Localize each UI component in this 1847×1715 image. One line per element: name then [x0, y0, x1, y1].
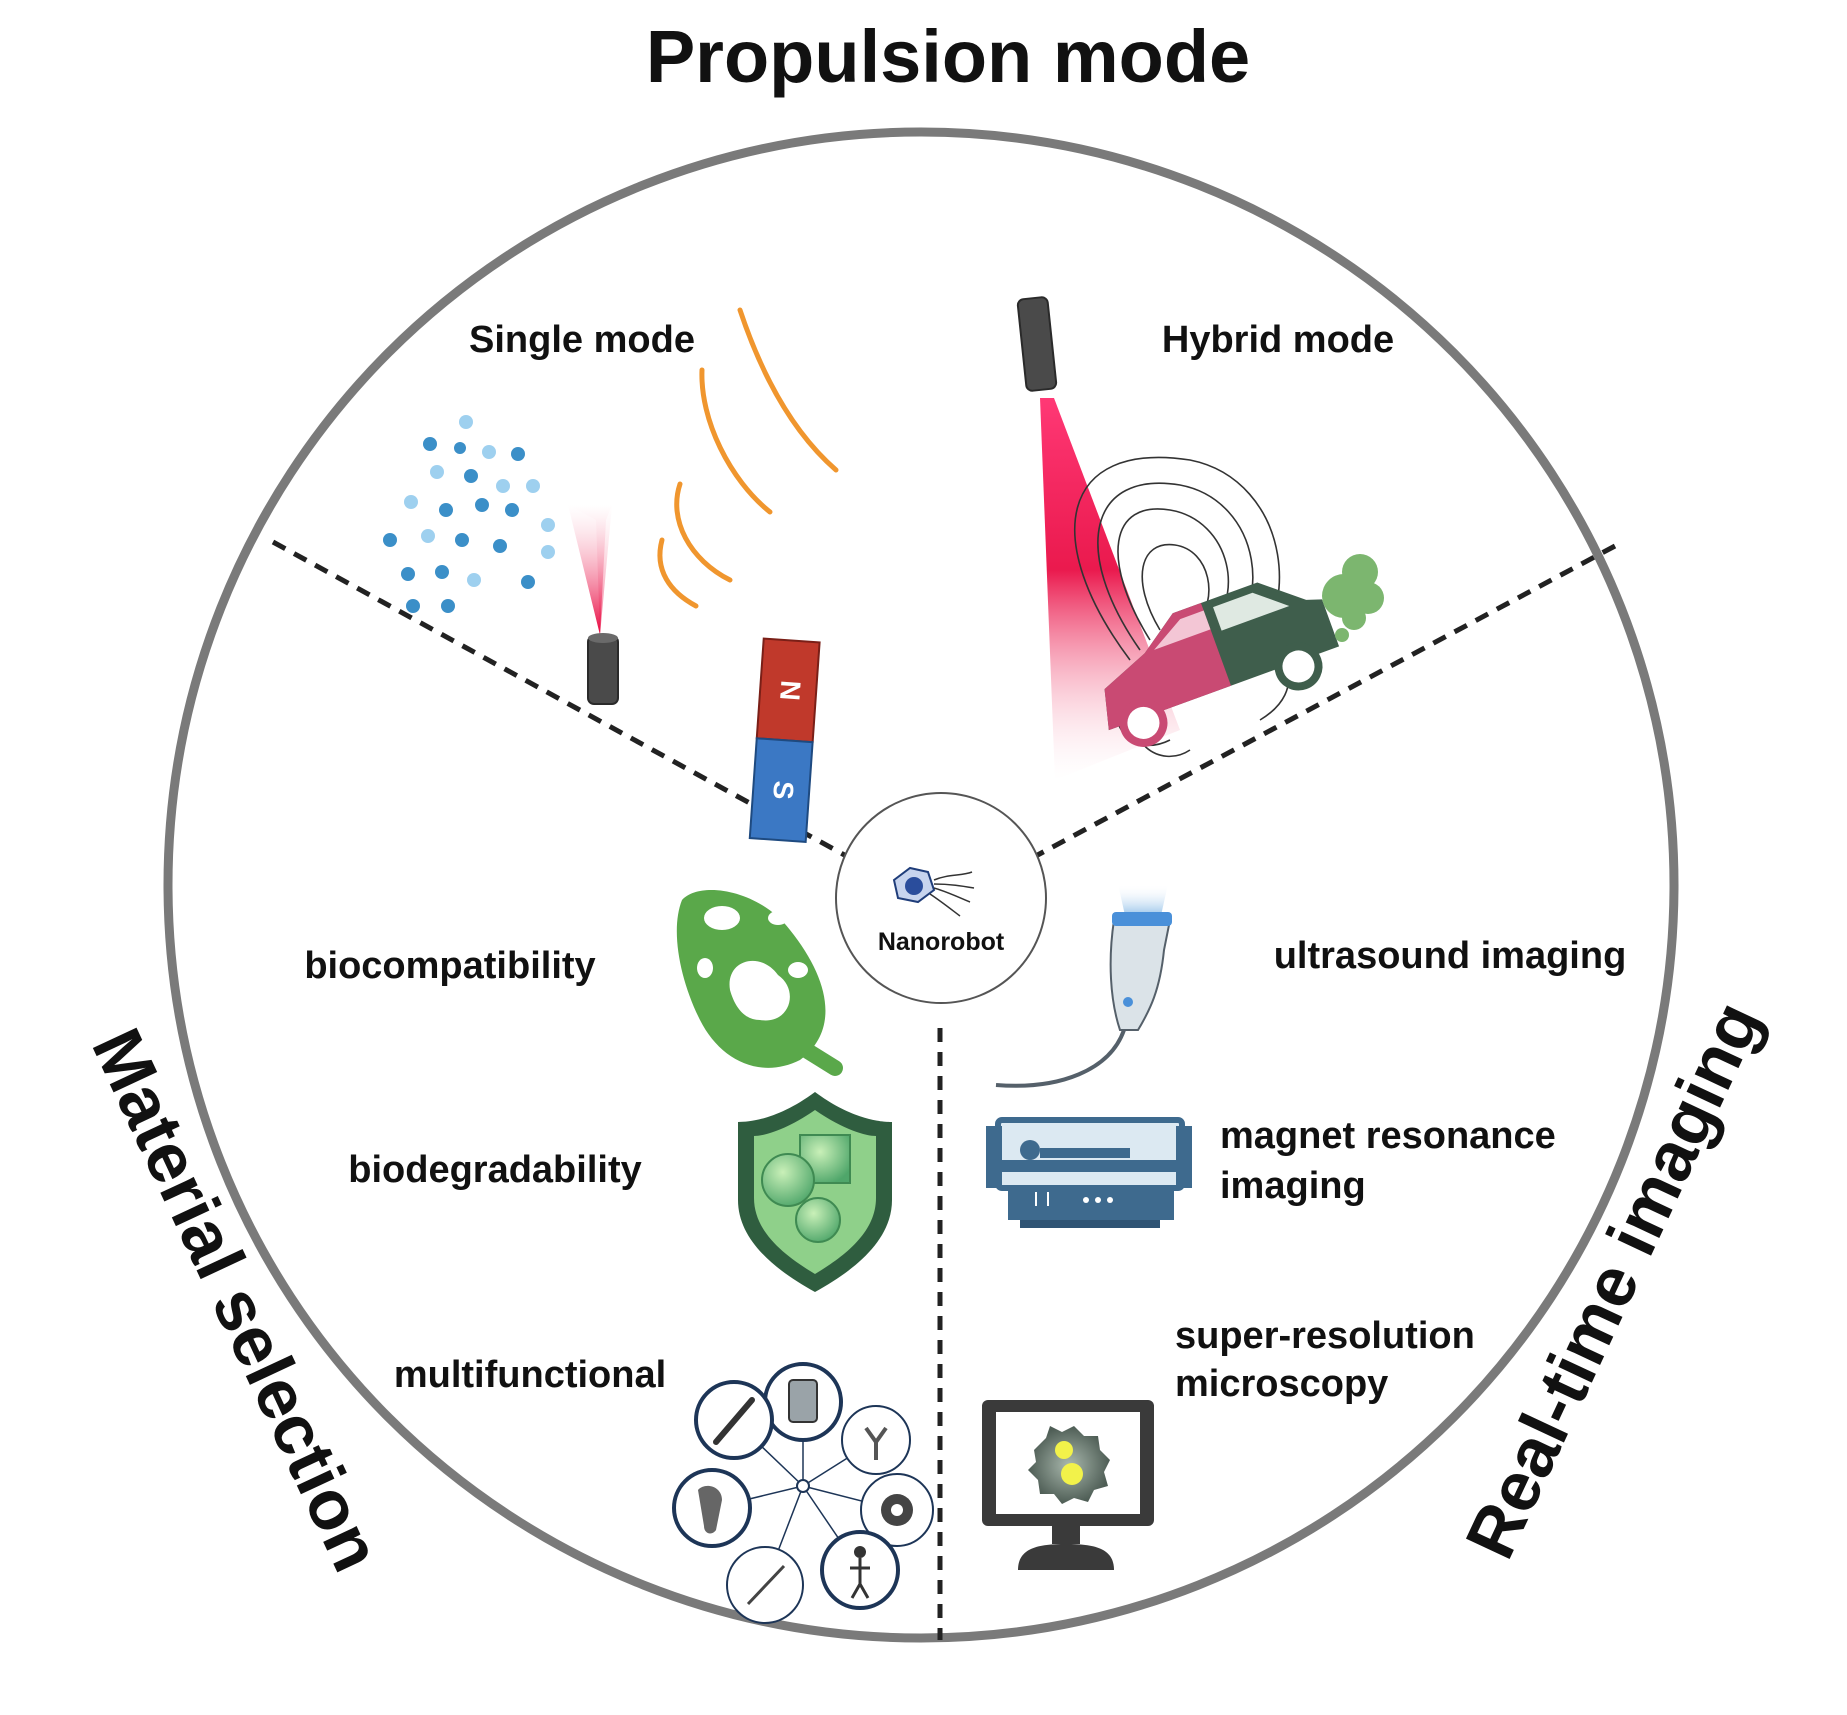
outer-circle — [163, 127, 1679, 1643]
cell-icon — [1028, 1426, 1110, 1504]
nanorobot-label: Nanorobot — [878, 928, 1005, 956]
laser-pointer-icon — [568, 505, 619, 705]
exhaust-cloud-icon — [1322, 554, 1384, 642]
magnet-south-label: S — [767, 780, 799, 801]
title-propulsion-mode: Propulsion mode — [646, 15, 1250, 98]
magnet-north-label: N — [774, 679, 806, 701]
nanorobot-icon — [892, 866, 975, 917]
nanorobot-center: Nanorobot — [835, 792, 1047, 1004]
biocompatibility-label: biocompatibility — [304, 945, 595, 987]
mri-label-line2: imaging — [1220, 1165, 1366, 1207]
srm-label-line1: super-resolution — [1175, 1315, 1475, 1357]
srm-label-line2: microscopy — [1175, 1363, 1388, 1405]
single-mode-label: Single mode — [469, 319, 695, 361]
hybrid-car-icon — [1104, 582, 1340, 747]
mri-label-line1: magnet resonance — [1220, 1115, 1556, 1157]
sound-wave-icon — [657, 307, 839, 609]
mri-scanner-icon — [986, 1117, 1192, 1228]
title-real-time-imaging: Real-time imaging — [1451, 990, 1776, 1569]
multifunction-wheel-icon — [672, 1362, 934, 1624]
monitor-icon — [982, 1400, 1154, 1570]
shield-icon — [738, 1092, 892, 1292]
title-material-selection: Material selection — [77, 1017, 396, 1582]
bar-magnet-icon: N S — [748, 637, 821, 844]
divider-left — [271, 539, 852, 861]
leaf-icon — [676, 890, 843, 1076]
bubbles-icon — [383, 415, 555, 613]
multifunctional-label: multifunctional — [394, 1354, 666, 1396]
ultrasound-probe-icon — [995, 884, 1172, 1088]
biodegradability-label: biodegradability — [348, 1149, 641, 1191]
ultrasound-imaging-label: ultrasound imaging — [1274, 935, 1627, 977]
hybrid-mode-label: Hybrid mode — [1162, 319, 1394, 361]
